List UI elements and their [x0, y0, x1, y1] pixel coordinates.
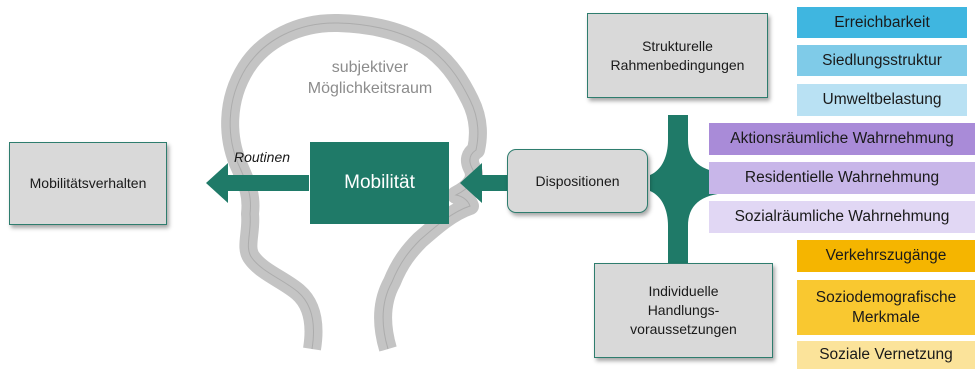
tag-umweltbelastung: Umweltbelastung: [797, 84, 967, 116]
tag-label: Umweltbelastung: [822, 91, 942, 109]
routinen-label: Routinen: [233, 149, 291, 165]
head-outline-edge: [229, 22, 479, 350]
tag-soziale-vernetzung: Soziale Vernetzung: [797, 341, 975, 369]
dispositionen-label: Dispositionen: [535, 172, 620, 189]
tag-label: Verkehrszugänge: [825, 247, 947, 265]
tag-label: Soziodemografische Merkmale: [815, 289, 957, 326]
tag-soziodemografische: Soziodemografische Merkmale: [797, 280, 975, 335]
tag-label: Erreichbarkeit: [834, 13, 930, 31]
mobilitaetsverhalten-box: Mobilitätsverhalten: [9, 142, 167, 225]
tag-label: Residentielle Wahrnehmung: [744, 169, 940, 187]
tag-label: Aktionsräumliche Wahrnehmung: [730, 130, 954, 148]
head-label: subjektiver Möglichkeitsraum: [307, 59, 433, 97]
mobilitaet-label: Mobilität: [344, 172, 415, 193]
strukturelle-box: Strukturelle Rahmenbedingungen: [587, 13, 768, 98]
tag-siedlungsstruktur: Siedlungsstruktur: [797, 45, 967, 76]
arrow-mobilitaet-to-verhalten: [206, 163, 309, 203]
dispositionen-box: Dispositionen: [507, 149, 648, 213]
tag-aktionsraeumliche: Aktionsräumliche Wahrnehmung: [709, 123, 975, 155]
trident-connector: [650, 115, 728, 274]
tag-residentielle: Residentielle Wahrnehmung: [709, 162, 975, 194]
individuelle-label: Individuelle Handlungs- voraussetzungen: [630, 283, 737, 337]
mobilitaet-box: Mobilität: [310, 142, 449, 224]
tag-sozialraeumliche: Sozialräumliche Wahrnehmung: [709, 201, 975, 233]
tag-erreichbarkeit: Erreichbarkeit: [797, 7, 967, 38]
mobilitaetsverhalten-label: Mobilitätsverhalten: [29, 175, 147, 192]
arrow-dispositionen-to-mobilitaet: [460, 163, 507, 203]
strukturelle-label: Strukturelle Rahmenbedingungen: [610, 37, 745, 73]
tag-verkehrszugaenge: Verkehrszugänge: [797, 240, 975, 272]
tag-label: Soziale Vernetzung: [819, 346, 953, 364]
tag-label: Sozialräumliche Wahrnehmung: [734, 208, 950, 226]
tag-label: Siedlungsstruktur: [822, 51, 942, 69]
individuelle-box: Individuelle Handlungs- voraussetzungen: [594, 263, 773, 358]
